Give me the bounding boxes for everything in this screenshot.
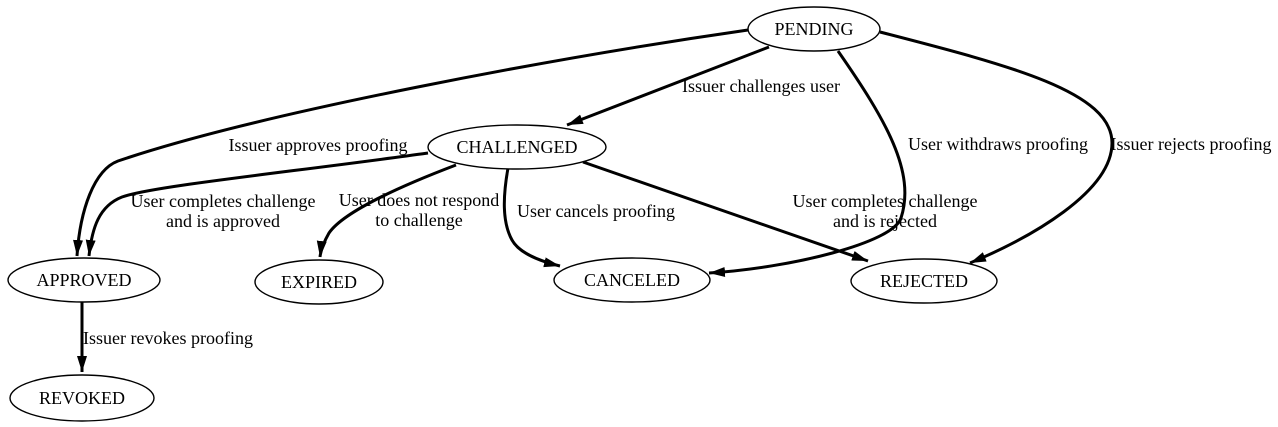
edge-label-line: User does not respond (339, 190, 499, 210)
edge-line-pending-to-challenged (566, 45, 770, 127)
edge-label-challenged-to-canceled: User cancels proofing (517, 201, 675, 221)
edge-label-line: Issuer rejects proofing (1111, 134, 1272, 154)
state-ellipse-revoked (9, 374, 155, 422)
state-ellipse-pending (747, 6, 881, 52)
state-ellipse-expired (254, 259, 384, 305)
edge-label-pending-to-canceled: User withdraws proofing (908, 134, 1088, 154)
edge-approved-to-revoked: Issuer revokes proofing (77, 302, 253, 372)
state-ellipse-challenged (427, 124, 607, 170)
edge-label-pending-to-approved: Issuer approves proofing (229, 135, 408, 155)
edge-label-line: User completes challenge (131, 191, 316, 211)
edge-pending-to-approved: Issuer approves proofing (73, 28, 749, 257)
edge-line-challenged-to-approved (85, 151, 429, 257)
edge-label-line: Issuer approves proofing (229, 135, 408, 155)
state-node-canceled: CANCELED (553, 257, 711, 303)
state-label-approved: APPROVED (36, 270, 131, 290)
edge-line-challenged-to-canceled (502, 167, 561, 268)
edge-line-challenged-to-rejected (582, 160, 869, 263)
edge-label-approved-to-revoked: Issuer revokes proofing (83, 328, 253, 348)
edge-line-challenged-to-expired (316, 163, 457, 258)
edge-challenged-to-canceled: User cancels proofing (502, 167, 675, 268)
state-label-revoked: REVOKED (39, 388, 125, 408)
edge-line-pending-to-rejected (879, 30, 1114, 265)
edge-pending-to-canceled: User withdraws proofing (708, 50, 1088, 278)
edge-label-line: Issuer challenges user (682, 76, 840, 96)
edge-label-line: User withdraws proofing (908, 134, 1088, 154)
state-label-canceled: CANCELED (584, 270, 680, 290)
state-label-expired: EXPIRED (281, 272, 357, 292)
edge-label-line: and is approved (166, 211, 280, 231)
state-node-approved: APPROVED (7, 257, 161, 303)
edge-label-line: and is rejected (833, 211, 937, 231)
state-ellipse-canceled (553, 257, 711, 303)
edge-label-line: Issuer revokes proofing (83, 328, 253, 348)
state-ellipse-rejected (850, 258, 998, 304)
edge-label-pending-to-challenged: Issuer challenges user (682, 76, 840, 96)
state-node-revoked: REVOKED (9, 374, 155, 422)
state-label-pending: PENDING (775, 19, 854, 39)
state-ellipse-approved (7, 257, 161, 303)
edge-line-pending-to-canceled (708, 50, 907, 278)
state-node-rejected: REJECTED (850, 258, 998, 304)
state-label-rejected: REJECTED (880, 271, 968, 291)
state-node-challenged: CHALLENGED (427, 124, 607, 170)
state-label-challenged: CHALLENGED (457, 137, 578, 157)
state-node-pending: PENDING (747, 6, 881, 52)
edge-line-pending-to-approved (73, 28, 749, 257)
edge-pending-to-rejected: Issuer rejects proofing (879, 30, 1272, 265)
edge-pending-to-challenged: Issuer challenges user (566, 45, 840, 127)
edge-label-line: User cancels proofing (517, 201, 675, 221)
edge-label-line: User completes challenge (793, 191, 978, 211)
edge-label-pending-to-rejected: Issuer rejects proofing (1111, 134, 1272, 154)
state-node-expired: EXPIRED (254, 259, 384, 305)
edge-label-line: to challenge (375, 210, 462, 230)
